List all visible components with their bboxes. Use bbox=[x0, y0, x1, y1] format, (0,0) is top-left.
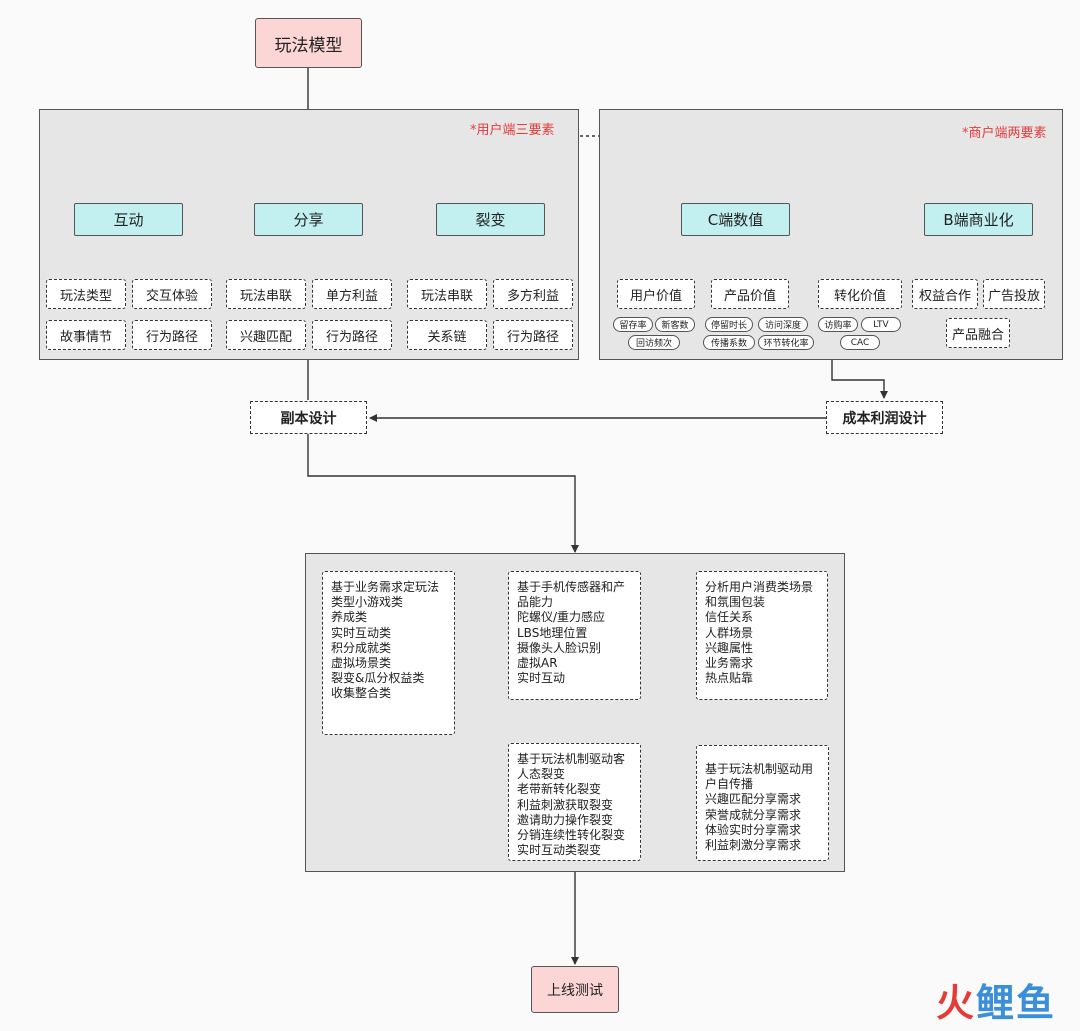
share-item: 兴趣匹配 bbox=[226, 320, 306, 350]
metric-pill: 传播系数 bbox=[703, 335, 755, 350]
category-fission: 裂变 bbox=[436, 203, 545, 236]
c-side-group: 用户价值 bbox=[617, 279, 695, 309]
b-side-item: 广告投放 bbox=[983, 279, 1045, 309]
launch-test-node: 上线测试 bbox=[531, 966, 619, 1013]
fission-item: 行为路径 bbox=[493, 320, 573, 350]
copy-design-node: 副本设计 bbox=[250, 401, 367, 434]
fission-item: 多方利益 bbox=[493, 279, 573, 309]
category-c-side: C端数值 bbox=[681, 203, 790, 236]
fission-item: 关系链 bbox=[407, 320, 487, 350]
category-interact: 互动 bbox=[74, 203, 183, 236]
copy-to-process bbox=[307, 434, 579, 553]
c-side-group: 转化价值 bbox=[818, 279, 902, 309]
root-node: 玩法模型 bbox=[255, 18, 362, 68]
share-item: 单方利益 bbox=[312, 279, 392, 309]
brand-logo: 火鲤鱼 bbox=[935, 981, 1056, 1025]
metric-pill: LTV bbox=[861, 317, 901, 332]
category-b-side: B端商业化 bbox=[924, 203, 1033, 236]
merchant-panel-note: *商户端两要素 bbox=[962, 126, 1047, 141]
metric-pill: 访问深度 bbox=[758, 317, 808, 332]
process-card-gameplay-type: 基于业务需求定玩法 类型小游戏类 养成类 实时互动类 积分成就类 虚拟场景类 裂… bbox=[322, 571, 455, 735]
interact-item: 交互体验 bbox=[132, 279, 212, 309]
process-card-sensor: 基于手机传感器和产 品能力 陀螺仪/重力感应 LBS地理位置 摄像头人脸识别 虚… bbox=[508, 571, 641, 700]
metric-pill: CAC bbox=[840, 335, 880, 350]
process-card-fission: 基于玩法机制驱动客 人态裂变 老带新转化裂变 利益刺激获取裂变 邀请助力操作裂变… bbox=[508, 743, 641, 861]
user-panel-note: *用户端三要素 bbox=[470, 123, 555, 138]
metric-pill: 回访频次 bbox=[628, 335, 680, 350]
metric-pill: 留存率 bbox=[613, 317, 653, 332]
interact-item: 行为路径 bbox=[132, 320, 212, 350]
process-card-scenario: 分析用户消费类场景 和氛围包装 信任关系 人群场景 兴趣属性 业务需求 热点贴靠 bbox=[696, 571, 828, 700]
fission-item: 玩法串联 bbox=[407, 279, 487, 309]
process-card-sharing: 基于玩法机制驱动用 户自传播 兴趣匹配分享需求 荣誉成就分享需求 体验实时分享需… bbox=[696, 745, 829, 861]
metric-pill: 访购率 bbox=[818, 317, 858, 332]
b-side-item: 产品融合 bbox=[946, 318, 1010, 348]
metric-pill: 环节转化率 bbox=[758, 335, 814, 350]
merchant-to-cost bbox=[831, 360, 888, 399]
b-side-item: 权益合作 bbox=[912, 279, 978, 309]
share-item: 玩法串联 bbox=[226, 279, 306, 309]
interact-item: 故事情节 bbox=[46, 320, 126, 350]
category-share: 分享 bbox=[254, 203, 363, 236]
c-side-group: 产品价值 bbox=[711, 279, 789, 309]
metric-pill: 停留时长 bbox=[705, 317, 753, 332]
cost-design-node: 成本利润设计 bbox=[826, 401, 943, 434]
metric-pill: 新客数 bbox=[655, 317, 695, 332]
share-item: 行为路径 bbox=[312, 320, 392, 350]
interact-item: 玩法类型 bbox=[46, 279, 126, 309]
